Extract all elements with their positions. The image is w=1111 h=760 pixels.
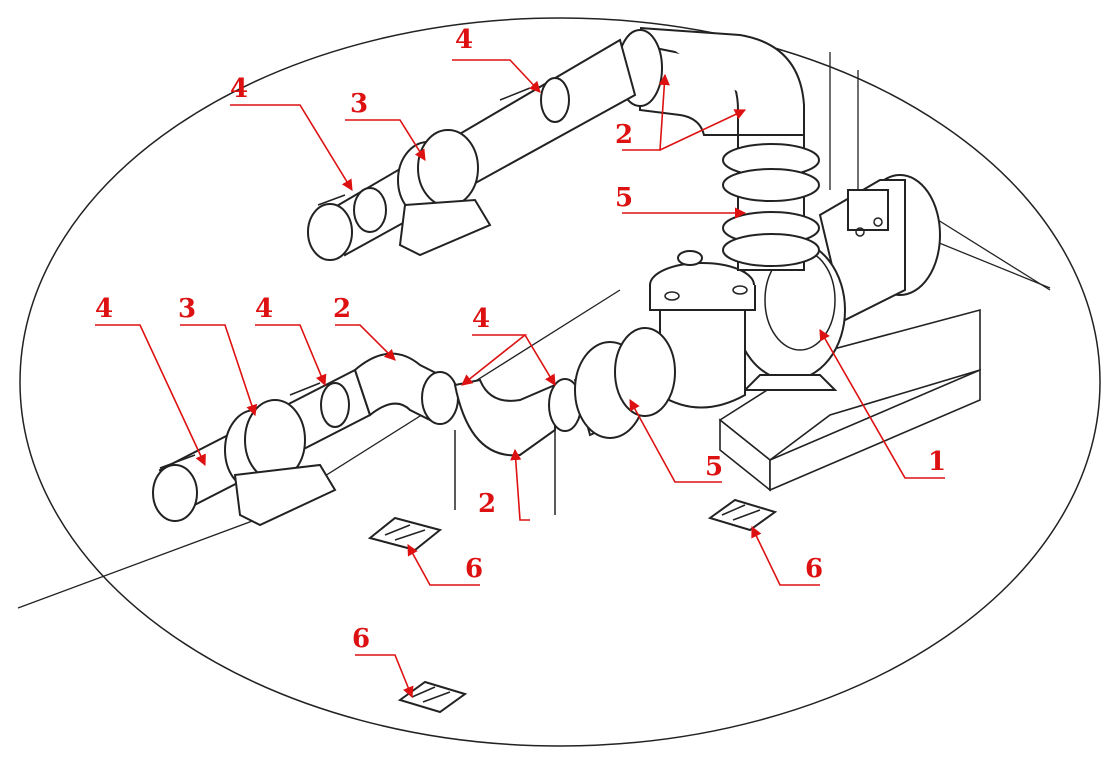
callout-4-lower-left: 4	[255, 294, 273, 324]
callout-4-top: 4	[455, 25, 473, 55]
callout-4-upper-left: 4	[230, 74, 248, 104]
strainer-body	[649, 250, 756, 409]
callout-2-top: 2	[615, 120, 633, 150]
callout-3-upper: 3	[350, 89, 368, 119]
callout-4-lower-far-left: 4	[95, 294, 113, 324]
floor-drain-2	[707, 498, 778, 532]
floor-drain-3	[397, 680, 468, 714]
callout-5-top: 5	[615, 183, 633, 213]
lower-pipe-run	[152, 327, 676, 527]
floor-drain-1	[367, 516, 443, 552]
leader-lines	[95, 59, 945, 699]
callout-5-lower: 5	[705, 452, 723, 482]
callout-4-lower-center: 4	[472, 304, 490, 334]
callout-2-lower-center: 2	[478, 489, 496, 519]
callout-6-center: 6	[465, 554, 483, 584]
callout-6-bottom: 6	[352, 624, 370, 654]
callout-labels: 4 2 5 4 3 4 3 4 2 4 5 1 2 6 6 6	[95, 25, 946, 654]
callout-1-pump: 1	[928, 447, 946, 477]
callout-2-lower-left: 2	[333, 294, 351, 324]
upper-pipe-run	[307, 38, 637, 261]
callout-6-right: 6	[805, 554, 823, 584]
pump-casing	[734, 239, 846, 391]
callout-3-lower: 3	[178, 294, 196, 324]
discharge-riser	[617, 27, 820, 271]
pump-base	[718, 308, 981, 492]
